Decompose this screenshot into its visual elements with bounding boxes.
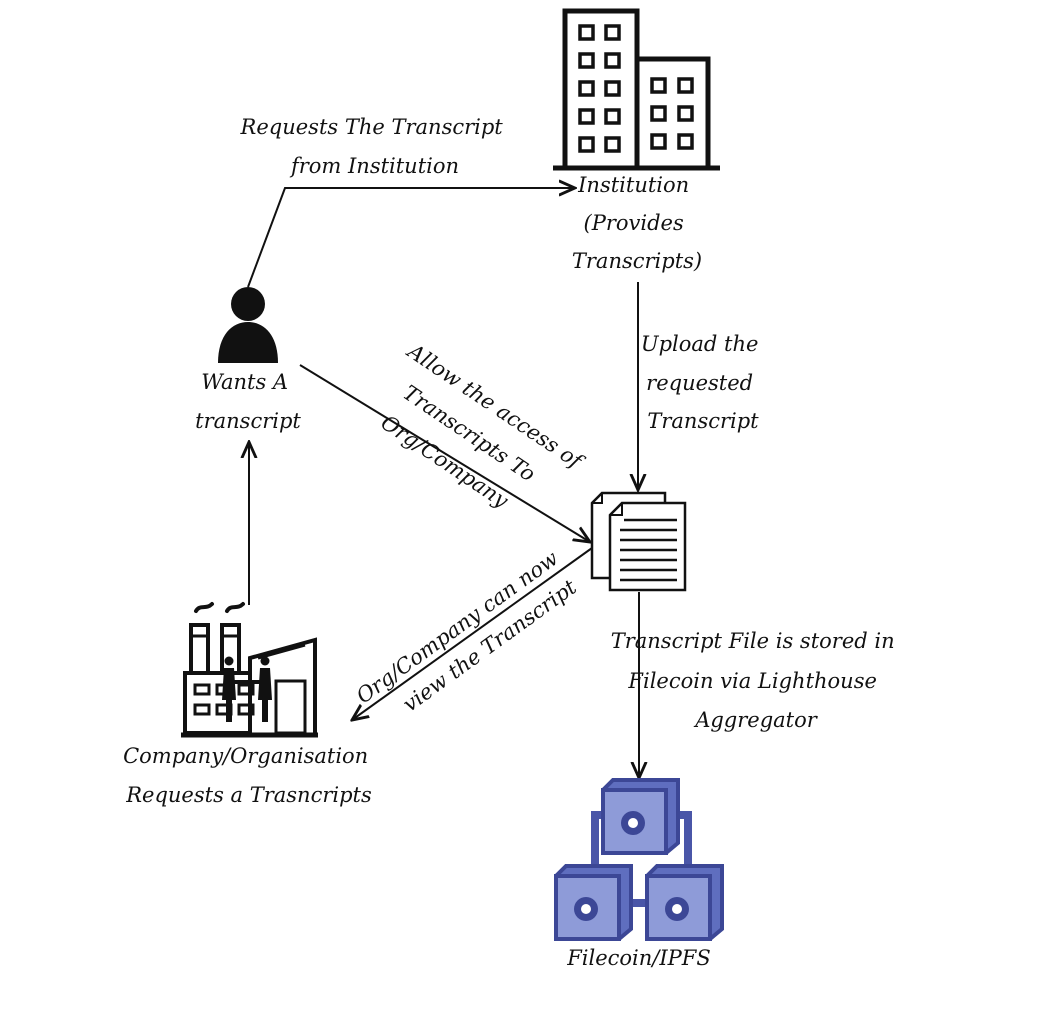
edge-upload-label-line-3: Transcript xyxy=(647,409,759,433)
edge-store-label: Transcript File is stored in Filecoin vi… xyxy=(611,629,902,732)
building-icon xyxy=(553,8,720,171)
institution-label-line-1: Institution xyxy=(577,173,689,197)
edge-upload-label-line-2: requested xyxy=(646,371,753,395)
edge-upload-label: Upload the requested Transcript xyxy=(641,332,765,433)
company-label-line-2: Requests a Trasncripts xyxy=(125,783,372,807)
edge-view-label: Org/Company can now view the Transcript xyxy=(352,542,588,736)
edge-view xyxy=(352,547,593,720)
storage-label-line-1: Filecoin/IPFS xyxy=(566,946,711,970)
edge-request xyxy=(247,188,575,288)
edge-allow-label: Allow the access of Transcripts To Org/C… xyxy=(360,338,591,538)
student-label: Wants A transcript xyxy=(195,370,301,433)
edge-allow xyxy=(299,364,590,542)
blockchain-icon xyxy=(554,778,724,941)
edge-request-label: Requests The Transcript from Institution xyxy=(240,115,510,178)
company-label-line-1: Company/Organisation xyxy=(123,744,368,768)
edge-request-label-line-1: Requests The Transcript xyxy=(240,115,504,139)
svg-text:Org/Company can now view: Org/Company can now view the Transcript xyxy=(352,542,588,736)
svg-text:Allow the access of Tran: Allow the access of Transcripts To Org/C… xyxy=(360,338,591,538)
edge-request-label-line-2: from Institution xyxy=(289,154,459,178)
institution-label: Institution (Provides Transcripts) xyxy=(572,173,702,273)
chain-block-right xyxy=(645,864,724,941)
institution-label-line-3: Transcripts) xyxy=(572,249,702,273)
edge-store-label-line-2: Filecoin via Lighthouse xyxy=(627,669,877,693)
edge-store-label-line-3: Aggregator xyxy=(693,708,819,732)
chain-block-top xyxy=(601,778,680,855)
student-label-line-2: transcript xyxy=(195,409,301,433)
person-icon xyxy=(218,287,278,363)
student-label-line-1: Wants A xyxy=(201,370,288,394)
edge-store-label-line-1: Transcript File is stored in xyxy=(611,629,895,653)
company-label: Company/Organisation Requests a Trasncri… xyxy=(123,744,375,807)
institution-label-line-2: (Provides xyxy=(584,211,684,235)
edge-upload-label-line-1: Upload the xyxy=(641,332,759,356)
storage-label: Filecoin/IPFS xyxy=(566,946,711,970)
chain-block-left xyxy=(554,864,633,941)
factory-icon xyxy=(181,602,318,738)
document-icon xyxy=(590,491,687,592)
